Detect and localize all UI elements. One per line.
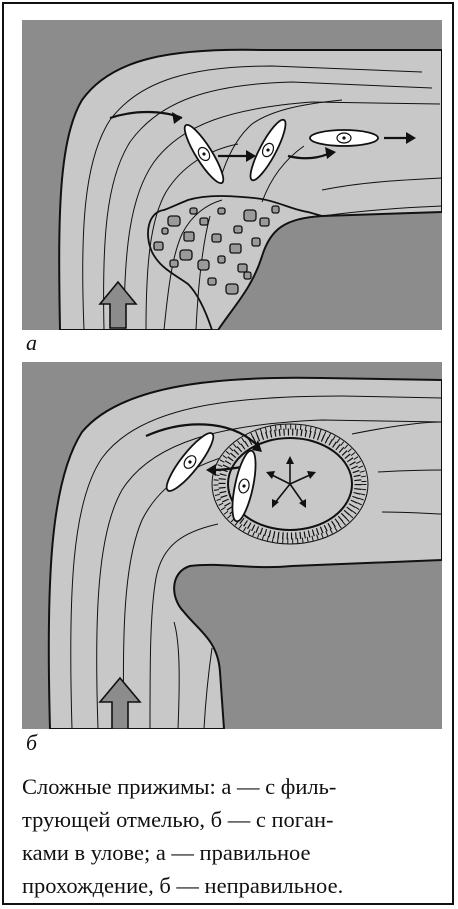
diagram-panel-a: [22, 20, 442, 330]
boat-3: [310, 130, 378, 146]
diagram-a-svg: [22, 20, 442, 330]
caption-line: Сложные прижимы: а — с филь-: [22, 770, 446, 803]
diagram-b-svg: [22, 362, 442, 729]
panel-a-label: а: [26, 332, 37, 354]
caption-line: трующей отмелью, б — с поган-: [22, 803, 446, 836]
panel-b-label: б: [26, 732, 37, 754]
caption-line: ками в улове; а — правильное: [22, 836, 446, 869]
figure-caption: Сложные прижимы: а — с филь- трующей отм…: [22, 770, 446, 902]
caption-line: прохождение, б — неправильное.: [22, 869, 446, 902]
diagram-panel-b: [22, 362, 442, 729]
